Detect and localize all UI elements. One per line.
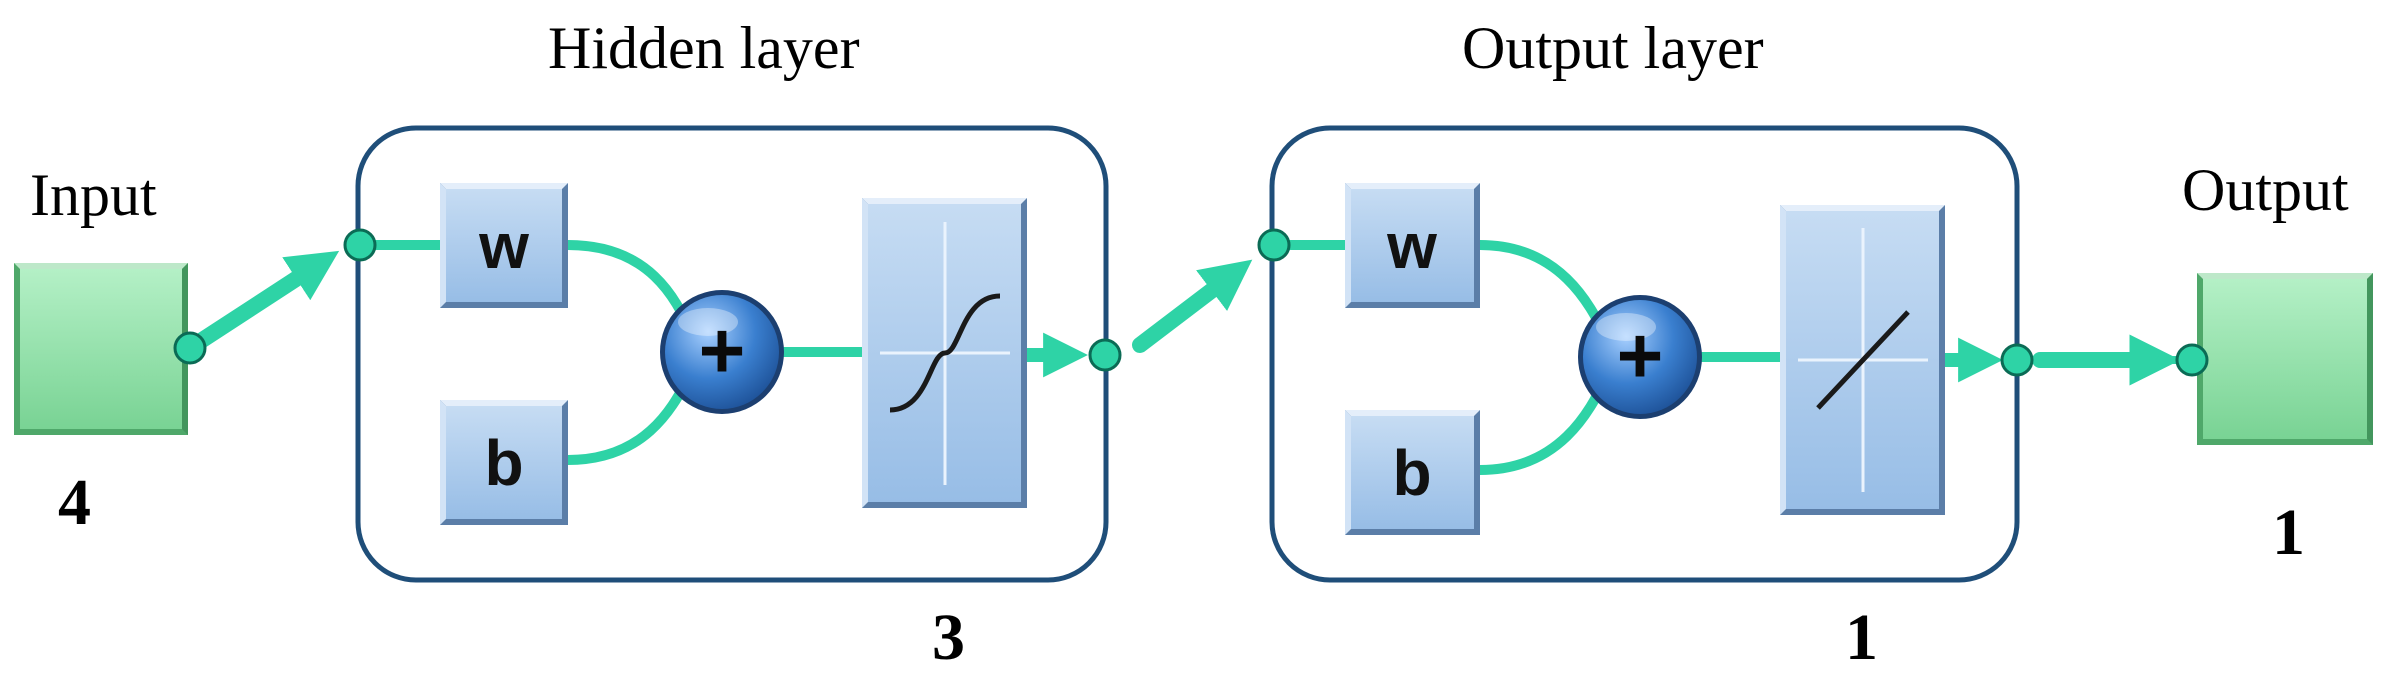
output-weight-symbol: w <box>1386 210 1437 282</box>
tansig-curve-icon <box>889 293 1001 413</box>
output-weight-block <box>1345 183 1480 308</box>
output-sum-symbol: + <box>1617 311 1664 400</box>
hidden-weight-symbol: w <box>478 210 529 282</box>
output-block <box>2197 273 2373 445</box>
output-layer-size: 1 <box>1845 601 1878 674</box>
hidden-weight-block <box>440 183 568 308</box>
hidden-sum-symbol: + <box>699 306 746 395</box>
input-size: 4 <box>58 466 91 539</box>
hidden-transfer-block <box>862 198 1027 508</box>
junction-dots <box>173 228 2209 377</box>
hidden-to-output-arrow <box>1132 259 1253 353</box>
input-to-hidden-arrow <box>182 250 340 356</box>
output-layer-label: Output layer <box>1462 15 1764 81</box>
output-block-port <box>2175 343 2209 377</box>
input-block <box>14 263 188 435</box>
output-transfer-block <box>1780 205 1945 515</box>
hidden-sum-node <box>660 290 784 414</box>
output-bias-block <box>1345 410 1480 535</box>
hidden-bias-symbol: b <box>484 427 523 499</box>
hidden-layer-label: Hidden layer <box>548 15 860 81</box>
output-sum-node <box>1578 295 1702 419</box>
input-port <box>173 331 207 365</box>
output-outlet-port <box>2000 343 2034 377</box>
hidden-outlet-port <box>1088 338 1122 372</box>
input-label: Input <box>30 162 157 228</box>
hidden-inlet-port <box>343 228 377 262</box>
output-label: Output <box>2182 157 2349 223</box>
hidden-bias-block <box>440 400 568 525</box>
hidden-layer-size: 3 <box>932 601 965 674</box>
output-inlet-port <box>1257 228 1291 262</box>
output-bias-symbol: b <box>1392 437 1431 509</box>
linear-line-icon <box>1816 310 1910 410</box>
output-size: 1 <box>2272 496 2305 569</box>
